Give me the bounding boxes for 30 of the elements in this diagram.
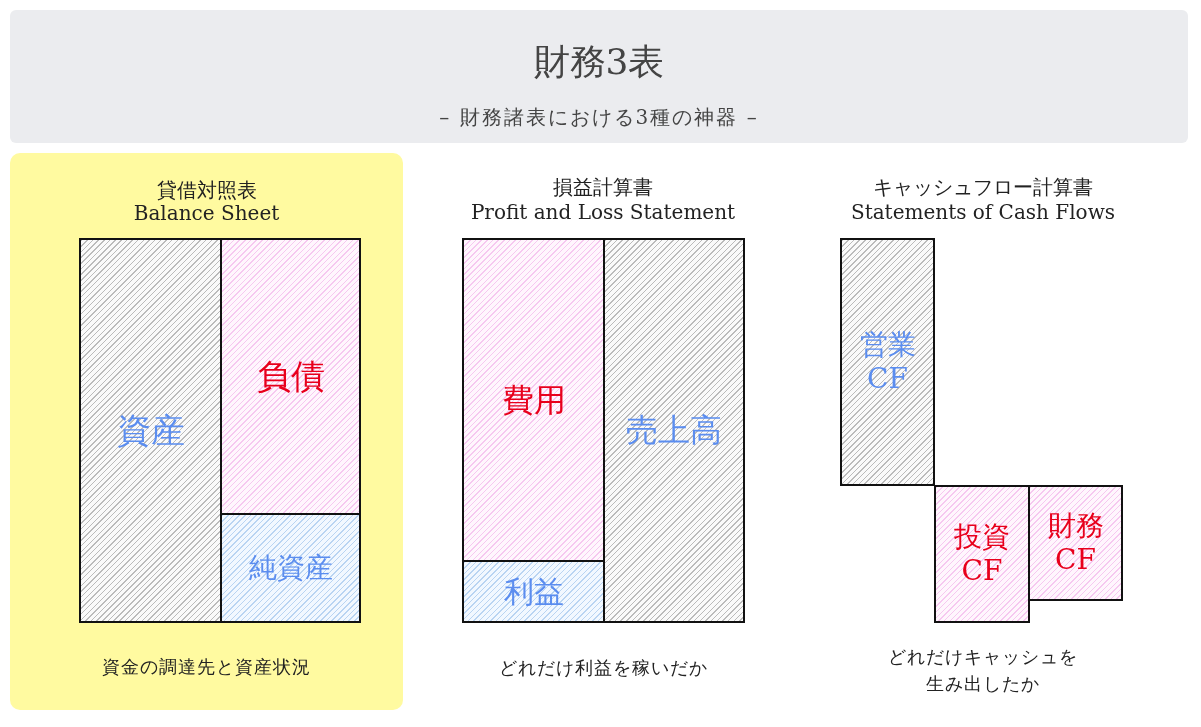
investing-cf-block [934,485,1030,623]
liability-block [220,238,361,515]
expense-block [462,238,605,562]
block-label: 費用 [501,380,566,420]
sales-block [603,238,745,623]
block-label: 財務 CF [1046,509,1105,577]
asset-block [79,238,222,623]
block-label: 資産 [116,410,185,451]
block-label: 純資産 [248,551,333,585]
column-heading: Profit and Loss Statement [470,200,736,224]
financing-cf-block [1028,485,1123,601]
subtitle: – 財務諸表における3種の神器 – [438,104,760,131]
block-label: 売上高 [626,411,722,450]
operating-cf-block [840,238,935,486]
column-heading: 損益計算書 [553,174,653,201]
block-label: 営業 CF [858,328,917,396]
column-caption: どれだけキャッシュを生み出したか [887,645,1079,696]
panel-heading: Balance Sheet [133,201,280,225]
column-caption: どれだけ利益を稼いだか [498,656,708,680]
equity-block [220,513,361,623]
block-label: 利益 [503,573,564,610]
title: 財務3表 [532,40,666,84]
profit-block [462,560,605,623]
block-label: 負債 [256,356,325,397]
panel-caption: 資金の調達先と資産状況 [102,655,311,679]
block-label: 投資 CF [953,520,1011,588]
statement-panel [10,153,403,710]
panel-heading: 貸借対照表 [156,177,257,204]
column-heading: キャッシュフロー計算書 [873,174,1093,201]
column-heading: Statements of Cash Flows [850,200,1116,224]
